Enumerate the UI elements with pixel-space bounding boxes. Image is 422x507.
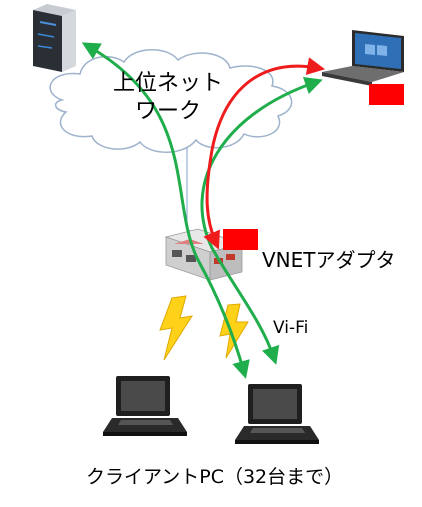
wifi-label: Vi-Fi bbox=[273, 318, 309, 338]
adapter-label: VNETアダプタ bbox=[262, 248, 396, 272]
red-marker-adapter bbox=[223, 229, 258, 250]
laptop-windows-icon bbox=[322, 30, 404, 86]
client-laptop-icon bbox=[235, 384, 319, 444]
cloud-label-line2: ワーク bbox=[134, 99, 201, 124]
cloud-label-line1: 上位ネット bbox=[112, 71, 223, 96]
cloud-label: 上位ネット ワーク bbox=[108, 70, 228, 126]
green-arrow-server-to-client bbox=[81, 42, 250, 379]
red-marker-top bbox=[369, 84, 404, 105]
clients-label: クライアントPC（32台まで） bbox=[86, 466, 344, 488]
lightning-icon bbox=[159, 295, 194, 361]
server-tower-icon bbox=[33, 4, 76, 72]
client-laptop-icon bbox=[103, 376, 187, 436]
red-arrow-laptop-to-adapter bbox=[203, 57, 326, 250]
